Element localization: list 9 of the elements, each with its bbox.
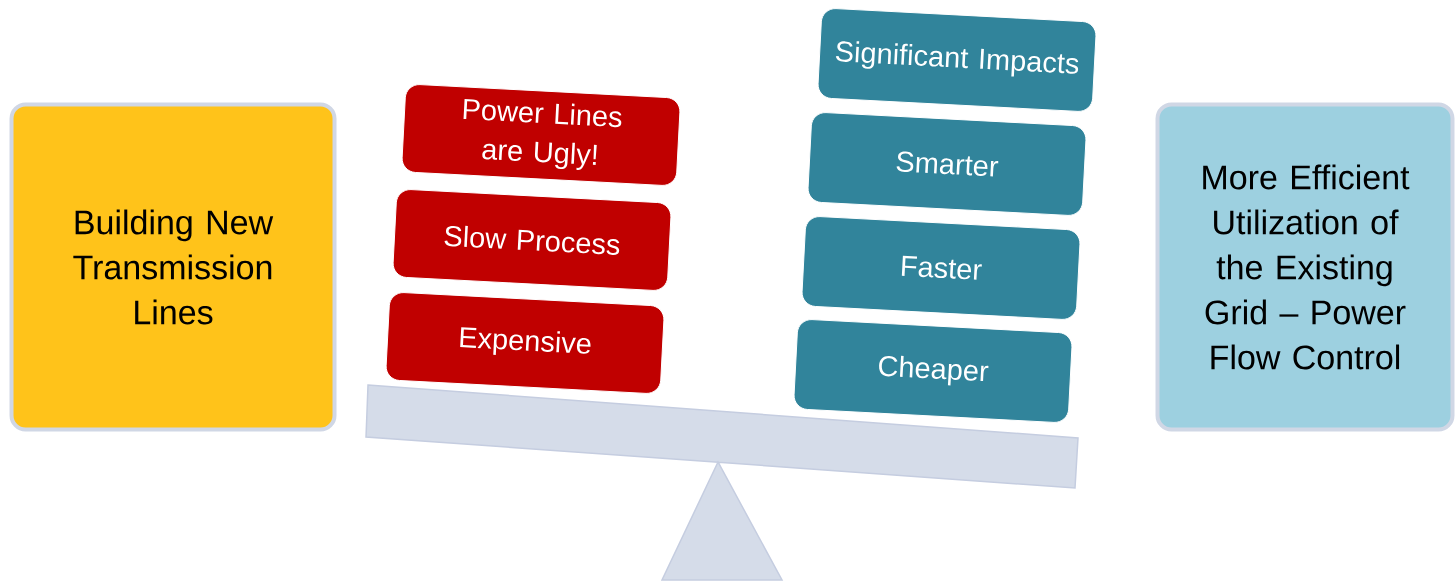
weight-block: Cheaper: [793, 319, 1073, 423]
weight-block: Power Lines are Ugly!: [401, 84, 681, 186]
weight-block: Expensive: [385, 292, 665, 394]
weight-block: Significant Impacts: [817, 8, 1097, 112]
weight-block: Smarter: [807, 112, 1087, 216]
option-box: More Efficient Utilization of the Existing Grid – Power Flow Control: [1155, 102, 1455, 432]
weight-block: Slow Process: [392, 189, 672, 291]
weight-block: Faster: [801, 216, 1081, 320]
option-box: Building New Transmission Lines: [9, 102, 337, 432]
